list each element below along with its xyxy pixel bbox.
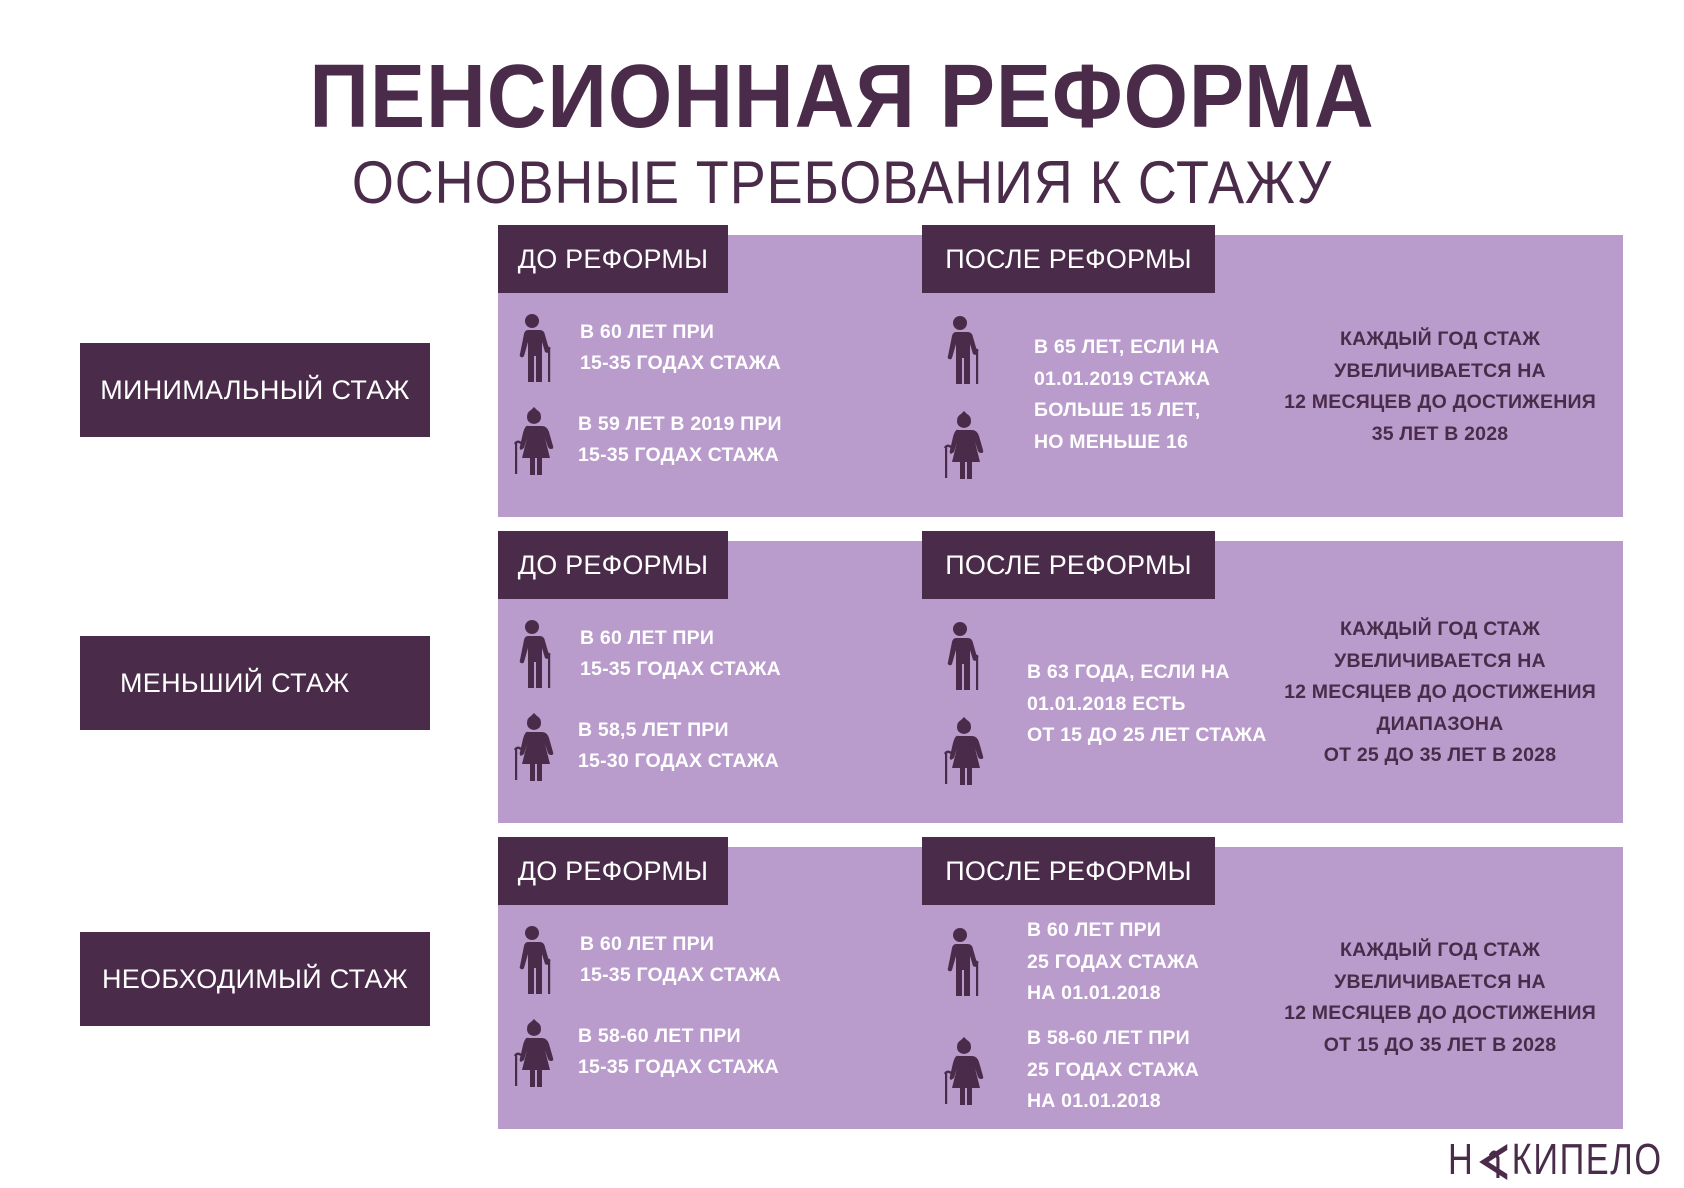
page-subtitle: ОСНОВНЫЕ ТРЕБОВАНИЯ К СТАЖУ (351, 149, 1333, 216)
elderly-man-with-cane-icon (940, 927, 988, 997)
before-female-text: В 58,5 ЛЕТ ПРИ 15-30 ГОДАХ СТАЖА (578, 718, 779, 773)
elderly-man-with-cane-icon (512, 925, 560, 995)
page-title: ПЕНСИОННАЯ РЕФОРМА (309, 47, 1375, 147)
tab-after-reform: ПОСЛЕ РЕФОРМЫ (922, 225, 1215, 293)
logo-prefix: Н (1448, 1135, 1475, 1184)
before-male-text: В 60 ЛЕТ ПРИ 15-35 ГОДАХ СТАЖА (580, 932, 781, 987)
elderly-woman-with-cane-icon (940, 715, 988, 785)
elderly-man-with-cane-icon (940, 315, 988, 385)
after-text: В 63 ГОДА, ЕСЛИ НА 01.01.2018 ЕСТЬ ОТ 15… (1027, 661, 1267, 746)
elderly-man-with-cane-icon (512, 313, 560, 383)
nakipelo-logo: Н КИПЕЛО (1448, 1138, 1663, 1182)
before-female-text: В 58-60 ЛЕТ ПРИ 15-35 ГОДАХ СТАЖА (578, 1024, 779, 1079)
tab-after-reform: ПОСЛЕ РЕФОРМЫ (922, 531, 1215, 599)
tab-before-reform: ДО РЕФОРМЫ (498, 837, 728, 905)
before-male-text: В 60 ЛЕТ ПРИ 15-35 ГОДАХ СТАЖА (580, 320, 781, 375)
after-female-text: В 58-60 ЛЕТ ПРИ 25 ГОДАХ СТАЖА НА 01.01.… (1027, 1027, 1200, 1112)
tab-before-reform: ДО РЕФОРМЫ (498, 531, 728, 599)
before-male-entry: В 60 ЛЕТ ПРИ 15-35 ГОДАХ СТАЖА (512, 313, 781, 383)
increase-note: КАЖДЫЙ ГОД СТАЖ УВЕЛИЧИВАЕТСЯ НА 12 МЕСЯ… (1284, 939, 1596, 1056)
elderly-woman-with-cane-icon (510, 1017, 558, 1087)
tab-before-reform: ДО РЕФОРМЫ (498, 225, 728, 293)
elderly-woman-with-cane-icon (510, 405, 558, 475)
elderly-woman-with-cane-icon (940, 1035, 988, 1105)
before-female-entry: В 59 ЛЕТ В 2019 ПРИ 15-35 ГОДАХ СТАЖА (510, 405, 782, 475)
after-male-entry: В 60 ЛЕТ ПРИ 25 ГОДАХ СТАЖА НА 01.01.201… (940, 915, 1199, 1010)
logo-suffix: КИПЕЛО (1511, 1135, 1663, 1184)
after-text: В 65 ЛЕТ, ЕСЛИ НА 01.01.2019 СТАЖА БОЛЬШ… (1034, 336, 1220, 453)
elderly-man-with-cane-icon (940, 621, 988, 691)
before-female-entry: В 58,5 ЛЕТ ПРИ 15-30 ГОДАХ СТАЖА (510, 711, 779, 781)
after-icons (940, 315, 988, 479)
tab-after-reform: ПОСЛЕ РЕФОРМЫ (922, 837, 1215, 905)
row-label-minimal: МИНИМАЛЬНЫЙ СТАЖ (80, 343, 430, 437)
elderly-woman-with-cane-icon (940, 409, 988, 479)
before-female-entry: В 58-60 ЛЕТ ПРИ 15-35 ГОДАХ СТАЖА (510, 1017, 779, 1087)
after-female-entry: В 58-60 ЛЕТ ПРИ 25 ГОДАХ СТАЖА НА 01.01.… (940, 1023, 1199, 1118)
before-male-entry: В 60 ЛЕТ ПРИ 15-35 ГОДАХ СТАЖА (512, 925, 781, 995)
row-label-lesser: МЕНЬШИЙ СТАЖ (80, 636, 430, 730)
after-icons (940, 621, 988, 785)
increase-note: КАЖДЫЙ ГОД СТАЖ УВЕЛИЧИВАЕТСЯ НА 12 МЕСЯ… (1284, 328, 1596, 445)
before-male-text: В 60 ЛЕТ ПРИ 15-35 ГОДАХ СТАЖА (580, 626, 781, 681)
row-label-required: НЕОБХОДИМЫЙ СТАЖ (80, 932, 430, 1026)
elderly-woman-with-cane-icon (510, 711, 558, 781)
after-male-text: В 60 ЛЕТ ПРИ 25 ГОДАХ СТАЖА НА 01.01.201… (1027, 919, 1200, 1004)
increase-note: КАЖДЫЙ ГОД СТАЖ УВЕЛИЧИВАЕТСЯ НА 12 МЕСЯ… (1284, 618, 1596, 766)
before-male-entry: В 60 ЛЕТ ПРИ 15-35 ГОДАХ СТАЖА (512, 619, 781, 689)
megaphone-a-icon (1476, 1140, 1510, 1180)
before-female-text: В 59 ЛЕТ В 2019 ПРИ 15-35 ГОДАХ СТАЖА (578, 412, 782, 467)
elderly-man-with-cane-icon (512, 619, 560, 689)
